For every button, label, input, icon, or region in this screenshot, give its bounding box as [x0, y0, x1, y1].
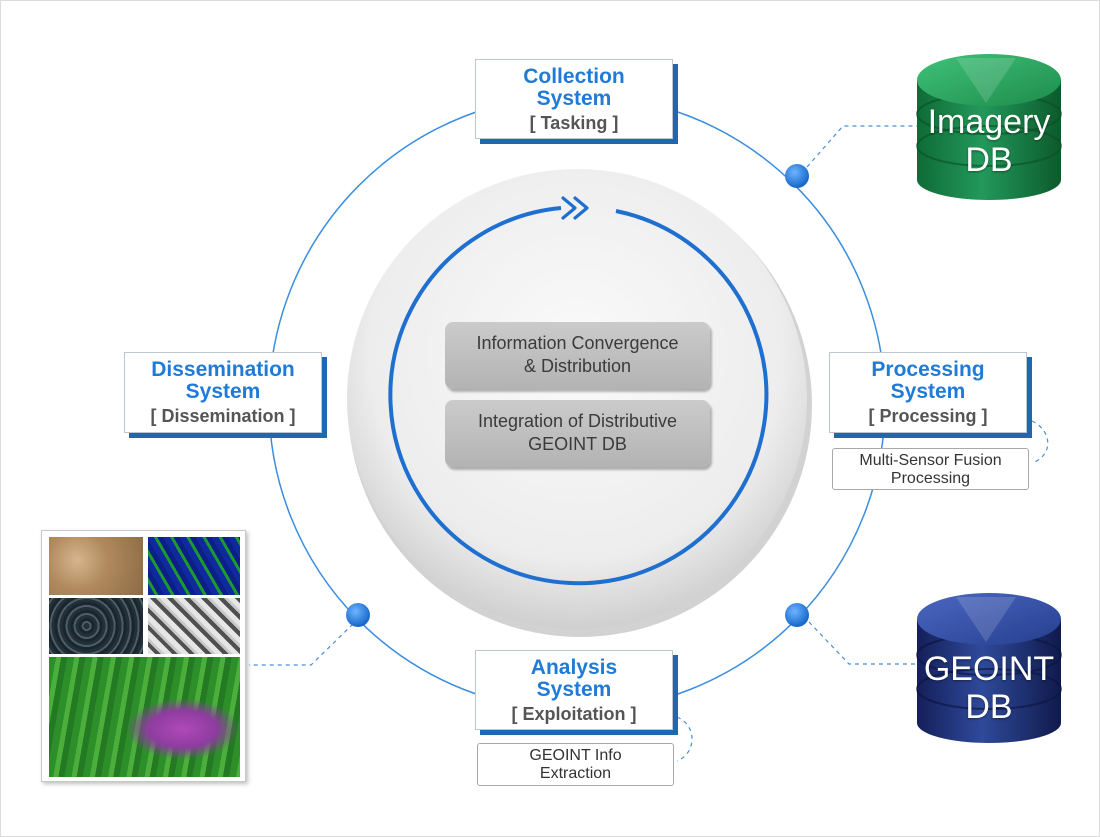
analysis-system-title: Analysis — [530, 656, 618, 679]
fusion-note-line-1: Multi-Sensor Fusion — [859, 452, 1002, 469]
analysis-system-box: Analysis System [ Exploitation ] — [475, 650, 673, 730]
connector-imagery — [806, 125, 919, 168]
collection-system-title: Collection — [523, 65, 625, 88]
collection-system-subtitle: [ Tasking ] — [529, 113, 619, 133]
imagery-thumbnail-desert — [49, 537, 143, 595]
connector-fusion — [1031, 420, 1049, 464]
imagery-db-label-line-1: Imagery — [927, 103, 1051, 141]
processing-system-title: Processing — [871, 358, 985, 381]
dissemination-system-subtitle: [ Dissemination ] — [150, 406, 296, 426]
geoint-db-label-line-2: DB — [965, 688, 1013, 726]
geoint-db-label-line-1: GEOINT — [923, 650, 1055, 688]
ring-node-geoint — [785, 603, 809, 627]
processing-system-title-2: System — [890, 380, 966, 403]
integration-line-1: Integration of Distributive — [477, 411, 678, 431]
imagery-db-label-line-2: DB — [965, 141, 1013, 179]
analysis-system-subtitle: [ Exploitation ] — [511, 704, 637, 724]
convergence-line-2: & Distribution — [523, 356, 632, 376]
cycle-arrow-icon — [561, 196, 589, 220]
connector-extraction — [676, 716, 693, 762]
integration-line-2: GEOINT DB — [528, 434, 627, 454]
connector-imagery-panel — [249, 623, 354, 666]
dissemination-system-title-2: System — [185, 380, 261, 403]
connector-geoint — [808, 621, 919, 665]
fusion-processing-note: Multi-Sensor Fusion Processing — [832, 448, 1029, 490]
fusion-note-line-2: Processing — [890, 470, 971, 487]
collection-system-title-2: System — [536, 87, 612, 110]
cycle-arc — [388, 206, 769, 586]
imagery-thumbnail-buildings — [148, 598, 240, 654]
extraction-note-line-1: GEOINT Info — [529, 747, 622, 764]
info-extraction-note: GEOINT Info Extraction — [477, 743, 674, 786]
imagery-thumbnail-classification — [148, 537, 240, 595]
convergence-pill: Information Convergence & Distribution — [445, 322, 710, 389]
imagery-thumbnail-urban-dark — [49, 598, 143, 654]
geoint-db-icon — [916, 593, 1062, 743]
extraction-note-line-2: Extraction — [539, 765, 612, 782]
integration-pill: Integration of Distributive GEOINT DB — [445, 400, 710, 467]
convergence-line-1: Information Convergence — [476, 333, 679, 353]
ring-node-imagery — [785, 164, 809, 188]
processing-system-box: Processing System [ Processing ] — [829, 352, 1027, 433]
imagery-db-label: Imagery DB — [916, 103, 1062, 179]
processing-system-subtitle: [ Processing ] — [868, 406, 988, 426]
imagery-db-icon — [916, 54, 1062, 200]
dissemination-system-title: Dissemination — [151, 358, 295, 381]
analysis-system-title-2: System — [536, 678, 612, 701]
geoint-db-label: GEOINT DB — [916, 650, 1062, 726]
center-disc — [347, 169, 807, 629]
imagery-thumbnail-landcover — [49, 657, 240, 777]
dissemination-system-box: Dissemination System [ Dissemination ] — [124, 352, 322, 433]
collection-system-box: Collection System [ Tasking ] — [475, 59, 673, 139]
imagery-samples-panel — [41, 530, 246, 782]
ring-node-panel — [346, 603, 370, 627]
